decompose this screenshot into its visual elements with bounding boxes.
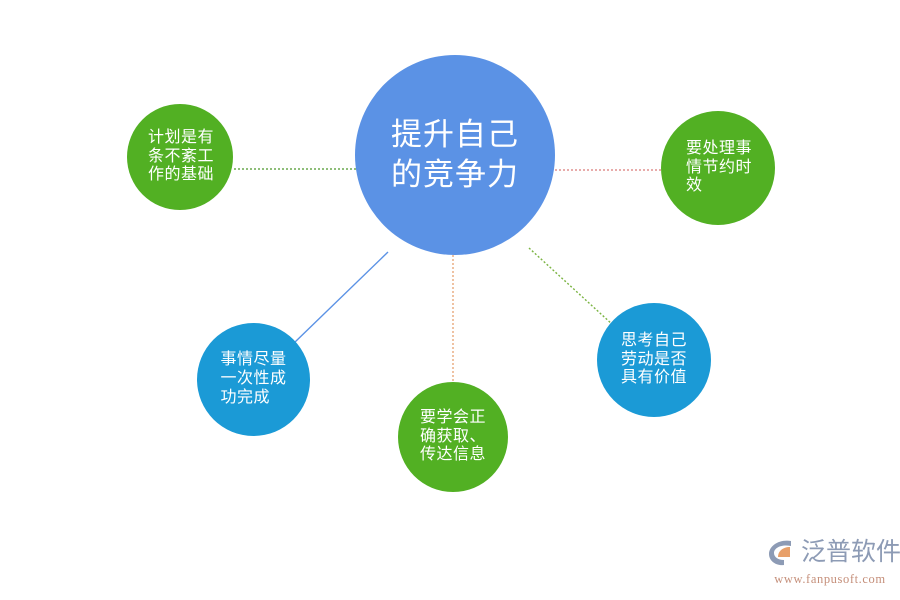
node-plan[interactable]: 计划是有 条不紊工 作的基础 [127,104,233,210]
node-labor-value-label: 思考自己 劳动是否 具有价值 [620,331,687,387]
node-once-success-label: 事情尽量 一次性成 功完成 [220,351,287,406]
node-info-transfer[interactable]: 要学会正 确获取、 传达信息 [398,382,508,492]
watermark-url: www.fanpusoft.com [774,572,886,586]
fanpu-logo-mark [769,540,791,566]
node-plan-label: 计划是有 条不紊工 作的基础 [147,128,214,184]
watermark-logo-row: 泛普软件 [766,534,900,570]
node-handle-affairs[interactable]: 要处理事 情节约时 效 [661,111,775,225]
node-center-label: 提升自己 的竞争力 [391,117,519,192]
node-handle-affairs-label: 要处理事 情节约时 效 [685,139,752,195]
watermark-logo: 泛普软件 www.fanpusoft.com [766,534,900,594]
node-labor-value[interactable]: 思考自己 劳动是否 具有价值 [597,303,711,417]
node-once-success[interactable]: 事情尽量 一次性成 功完成 [197,323,310,436]
watermark-brand-name: 泛普软件 [801,537,900,566]
node-info-transfer-label: 要学会正 确获取、 传达信息 [419,408,486,464]
connector-center-to-labor-value [528,247,614,326]
node-center-competitiveness[interactable]: 提升自己 的竞争力 [355,55,555,255]
connector-center-to-once-success [293,251,389,344]
